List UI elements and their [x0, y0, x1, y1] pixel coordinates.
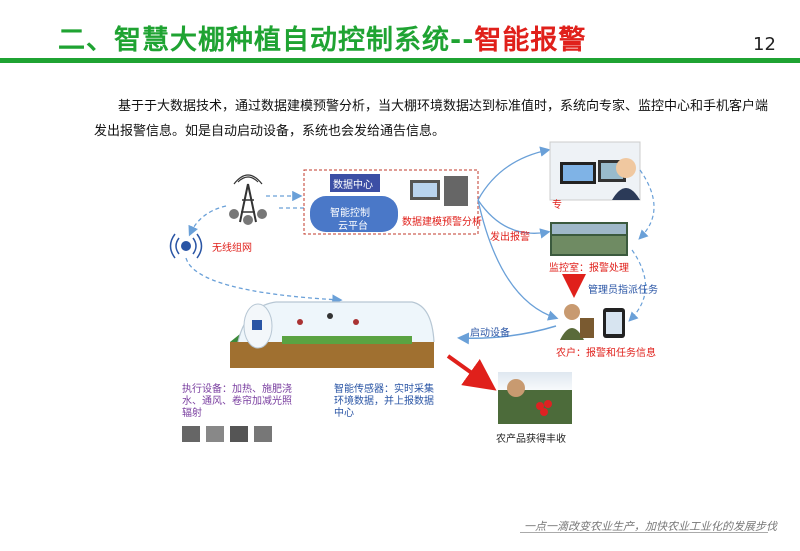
expert-icon — [549, 141, 641, 201]
model-analysis-label: 数据建模预警分析 — [402, 217, 482, 228]
greenhouse-icon — [230, 301, 435, 368]
harvest-label: 农产品获得丰收 — [496, 434, 566, 445]
start-device-label: 启动设备 — [470, 328, 510, 339]
footer-divider — [520, 532, 768, 533]
slide-header: 二、智慧大棚种植自动控制系统--智能报警 12 — [0, 0, 800, 64]
send-alarm-label: 发出报警 — [490, 232, 530, 243]
farmer-icon — [560, 304, 625, 340]
title-highlight: 智能报警 — [474, 25, 587, 56]
admin-dispatch-label: 管理员指派任务 — [588, 285, 658, 296]
device-icons — [182, 426, 272, 442]
farmer-label: 农户：报警和任务信息 — [556, 348, 656, 359]
sensor-label: 智能传感器：实时采集环境数据，并上报数据中心 — [334, 384, 434, 419]
footer-slogan: 一点一滴改变农业生产，加快农业工业化的发展步伐 — [524, 520, 777, 533]
title-prefix: 二、智慧大棚种植自动控制系统-- — [58, 25, 475, 56]
harvest-photo — [498, 372, 572, 424]
executor-label: 执行设备：加热、施肥浇水、通风、卷帘加减光照辐射 — [182, 384, 292, 419]
body-paragraph: 基于于大数据技术，通过数据建模预警分析，当大棚环境数据达到标准值时，系统向专家、… — [94, 99, 769, 139]
data-center-label: 数据中心 — [333, 180, 373, 191]
expert-label: 专 — [552, 200, 562, 211]
wireless-label: 无线组网 — [212, 243, 252, 254]
monitor-room-icon — [550, 222, 628, 256]
tower-icon — [229, 174, 267, 225]
wireless-icon — [169, 233, 203, 259]
title-underline — [0, 58, 800, 63]
cloud-label-2: 云平台 — [338, 221, 368, 232]
page-number: 12 — [753, 34, 776, 55]
slide-title: 二、智慧大棚种植自动控制系统--智能报警 — [58, 18, 586, 57]
cloud-label-1: 智能控制 — [330, 208, 370, 219]
monitor-room-label: 监控室：报警处理 — [549, 263, 629, 274]
